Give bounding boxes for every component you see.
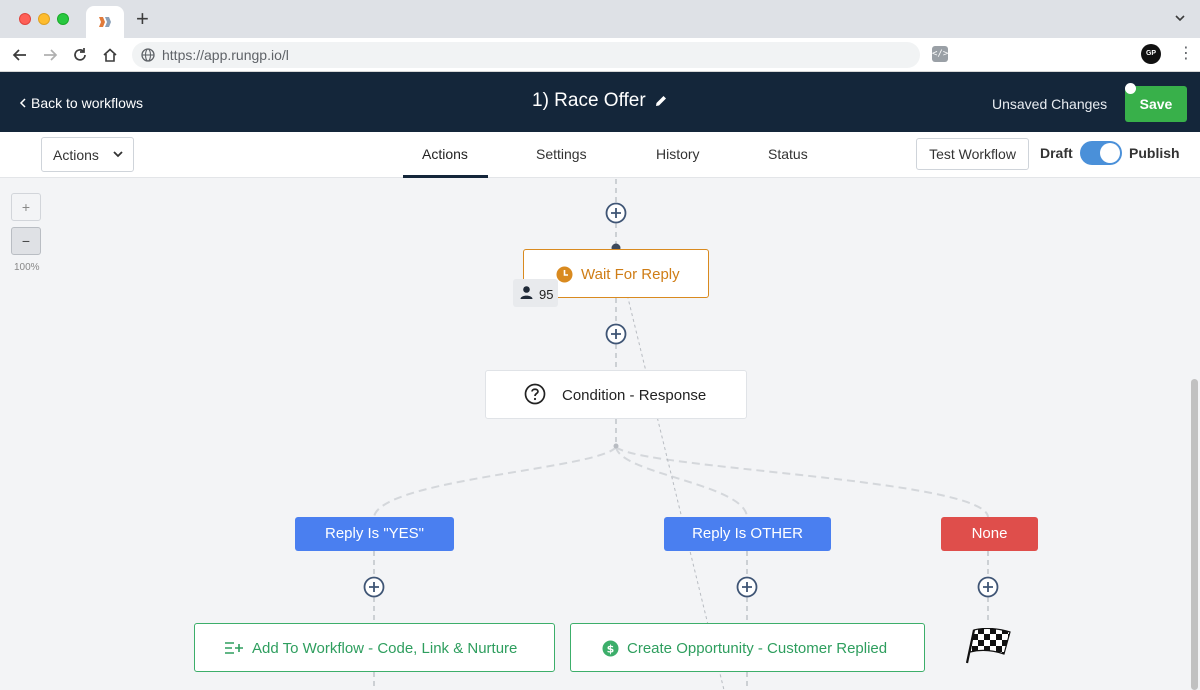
zoom-level: 100% xyxy=(14,262,40,273)
contact-count-badge[interactable]: 95 xyxy=(513,279,558,307)
toggle-knob xyxy=(1100,143,1120,163)
question-circle-icon xyxy=(524,383,546,405)
browser-tab-bar: + xyxy=(0,0,1200,38)
profile-avatar[interactable]: GP xyxy=(1141,44,1161,64)
zoom-out-button[interactable]: − xyxy=(11,227,41,255)
workflow-canvas[interactable]: + − 100% Wait For Reply 95 xyxy=(0,179,1190,690)
canvas-scrollbar[interactable] xyxy=(1190,179,1200,690)
workflow-tabs xyxy=(374,132,828,178)
back-to-workflows-link[interactable]: Back to workflows xyxy=(18,95,143,111)
condition-node-label: Condition - Response xyxy=(562,387,707,404)
clock-icon xyxy=(556,266,573,283)
add-step-plus-icon[interactable] xyxy=(605,323,627,345)
tab-history[interactable]: History xyxy=(656,146,700,162)
branch-none[interactable]: None xyxy=(941,517,1038,551)
create-opportunity-node[interactable]: $ Create Opportunity - Customer Replied xyxy=(570,623,925,672)
list-add-icon xyxy=(225,642,243,654)
code-extension-icon[interactable]: </> xyxy=(932,46,948,62)
add-to-workflow-label: Add To Workflow - Code, Link & Nurture xyxy=(252,640,518,657)
add-step-plus-icon[interactable] xyxy=(977,576,999,598)
chevron-left-icon xyxy=(19,98,26,108)
unsaved-changes-label: Unsaved Changes xyxy=(992,96,1108,112)
globe-icon xyxy=(141,48,155,62)
url-text: https://app.rungp.io/l xyxy=(162,47,289,63)
chevron-down-icon xyxy=(113,151,123,158)
contact-count: 95 xyxy=(539,287,554,302)
site-favicon-icon xyxy=(99,17,111,27)
actions-dropdown[interactable]: Actions xyxy=(41,137,134,172)
app-header: Back to workflows 1) Race Offer Unsaved … xyxy=(0,72,1200,132)
save-button[interactable]: Save xyxy=(1125,86,1187,122)
browser-tab[interactable] xyxy=(86,6,124,38)
minimize-window-button[interactable] xyxy=(38,13,50,25)
condition-node[interactable]: Condition - Response xyxy=(485,370,747,419)
wait-node-label: Wait For Reply xyxy=(581,266,680,283)
reload-icon[interactable] xyxy=(71,46,89,64)
dollar-circle-icon: $ xyxy=(602,640,619,657)
publish-toggle[interactable] xyxy=(1080,141,1122,165)
back-label: Back to workflows xyxy=(31,95,144,111)
branch-reply-other[interactable]: Reply Is OTHER xyxy=(664,517,831,551)
user-icon xyxy=(520,286,533,299)
checkered-flag-icon xyxy=(966,628,1011,664)
add-step-plus-icon[interactable] xyxy=(736,576,758,598)
add-step-plus-icon[interactable] xyxy=(363,576,385,598)
edit-pencil-icon[interactable] xyxy=(654,94,668,108)
browser-menu-icon[interactable]: ⋮ xyxy=(1178,45,1194,62)
add-to-workflow-node[interactable]: Add To Workflow - Code, Link & Nurture xyxy=(194,623,555,672)
workflow-subheader: Actions Actions Settings History Status … xyxy=(0,132,1200,178)
home-icon[interactable] xyxy=(101,46,119,64)
active-tab-indicator xyxy=(403,175,488,178)
tab-status[interactable]: Status xyxy=(768,146,808,162)
svg-text:$: $ xyxy=(607,643,615,656)
address-bar[interactable]: https://app.rungp.io/l xyxy=(132,42,920,68)
create-opportunity-label: Create Opportunity - Customer Replied xyxy=(627,640,888,657)
zoom-in-button[interactable]: + xyxy=(11,193,41,221)
maximize-window-button[interactable] xyxy=(57,13,69,25)
actions-dropdown-label: Actions xyxy=(53,147,99,163)
scrollbar-thumb[interactable] xyxy=(1191,379,1198,690)
forward-arrow-icon[interactable] xyxy=(41,46,59,64)
new-tab-button[interactable]: + xyxy=(136,6,149,31)
tab-search-chevron-icon[interactable] xyxy=(1174,12,1186,24)
tab-actions[interactable]: Actions xyxy=(422,146,468,162)
back-arrow-icon[interactable] xyxy=(11,46,29,64)
branch-reply-yes[interactable]: Reply Is "YES" xyxy=(295,517,454,551)
draft-label: Draft xyxy=(1040,145,1073,161)
close-window-button[interactable] xyxy=(19,13,31,25)
publish-label: Publish xyxy=(1129,145,1180,161)
test-workflow-button[interactable]: Test Workflow xyxy=(916,138,1029,170)
tab-settings[interactable]: Settings xyxy=(536,146,587,162)
unsaved-indicator-dot xyxy=(1125,83,1136,94)
add-step-plus-icon[interactable] xyxy=(605,202,627,224)
workflow-title: 1) Race Offer xyxy=(532,90,646,111)
browser-toolbar: https://app.rungp.io/l </> GP ⋮ xyxy=(0,38,1200,72)
